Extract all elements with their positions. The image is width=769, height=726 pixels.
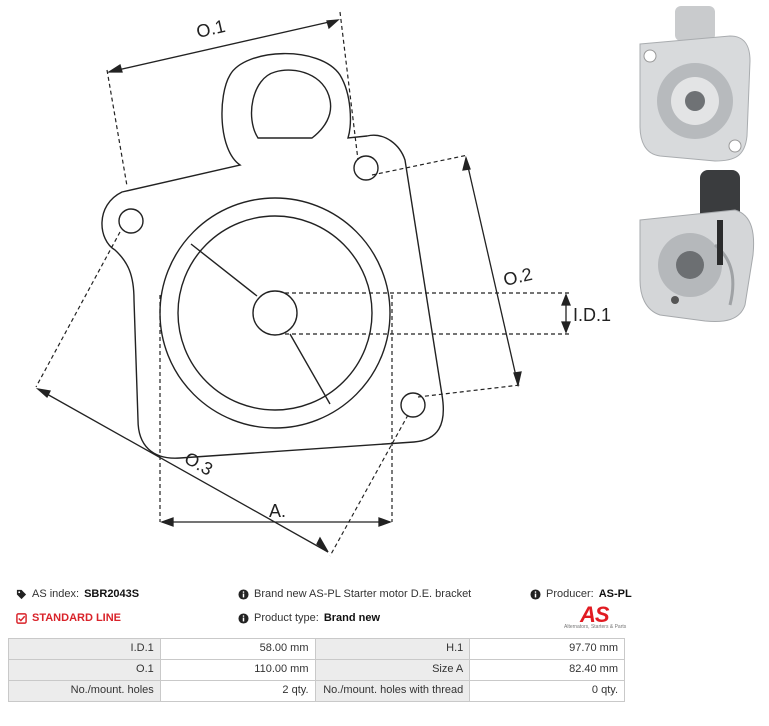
bore-inner xyxy=(177,215,373,411)
info-icon xyxy=(238,588,249,600)
as-index-value: SBR2043S xyxy=(84,588,140,600)
standard-line-row: STANDARD LINE xyxy=(16,612,121,624)
flange-outline xyxy=(101,52,444,459)
mount-hole-left xyxy=(118,208,144,234)
product-photo-angled xyxy=(639,170,755,323)
spec-value: 97.70 mm xyxy=(469,638,625,660)
product-type-row: Product type: Brand new xyxy=(238,612,380,624)
spec-value: 110.00 mm xyxy=(159,659,316,681)
producer-row: Producer: AS-PL xyxy=(530,588,632,600)
spec-label: No./mount. holes with thread xyxy=(314,680,471,702)
mount-hole-top-right xyxy=(353,155,379,181)
product-type-value: Brand new xyxy=(323,612,381,624)
description-row: Brand new AS-PL Starter motor D.E. brack… xyxy=(238,588,471,600)
lug-inner xyxy=(250,69,332,139)
table-row: No./mount. holes 2 qty. No./mount. holes… xyxy=(8,680,625,702)
bore-outer xyxy=(159,197,391,429)
spec-value: 58.00 mm xyxy=(159,638,316,660)
label-o2: O.2 xyxy=(501,264,534,290)
table-row: I.D.1 58.00 mm H.1 97.70 mm xyxy=(8,638,625,660)
producer-label: Producer: xyxy=(546,588,594,600)
table-row: O.1 110.00 mm Size A 82.40 mm xyxy=(8,659,625,681)
label-a: A. xyxy=(269,501,286,521)
label-o1: O.1 xyxy=(194,16,227,42)
info-icon xyxy=(238,612,249,624)
shaft-hole xyxy=(252,290,298,336)
info-icon xyxy=(530,588,541,600)
tags-icon xyxy=(16,589,27,599)
spec-value: 2 qty. xyxy=(159,680,316,702)
logo-subtext: Alternators, Starters & Parts xyxy=(564,624,627,630)
spec-label: No./mount. holes xyxy=(8,680,161,702)
spec-label: Size A xyxy=(314,659,471,681)
sector-cut xyxy=(190,243,331,405)
logo-mark: AS xyxy=(580,602,610,627)
product-description: Brand new AS-PL Starter motor D.E. brack… xyxy=(254,588,472,600)
technical-drawing: O.1 O.2 O.3 I.D.1 A. xyxy=(35,11,611,557)
spec-label: I.D.1 xyxy=(8,638,161,660)
spec-value: 0 qty. xyxy=(469,680,625,702)
producer-value: AS-PL xyxy=(598,588,632,600)
spec-label: O.1 xyxy=(8,659,161,681)
as-pl-logo: AS Alternators, Starters & Parts xyxy=(560,602,630,630)
product-photo-front xyxy=(639,6,751,162)
label-id1: I.D.1 xyxy=(573,305,611,325)
spec-label: H.1 xyxy=(314,638,471,660)
specs-table: I.D.1 58.00 mm H.1 97.70 mm O.1 110.00 m… xyxy=(8,638,625,702)
check-square-icon xyxy=(16,612,27,624)
as-index-label: AS index: xyxy=(32,588,80,600)
standard-line-label: STANDARD LINE xyxy=(32,612,122,624)
as-index-row: AS index: SBR2043S xyxy=(16,588,139,600)
mount-hole-bottom-right xyxy=(400,392,426,418)
product-type-label: Product type: xyxy=(254,612,319,624)
label-o3: O.3 xyxy=(181,448,216,480)
spec-value: 82.40 mm xyxy=(469,659,625,681)
